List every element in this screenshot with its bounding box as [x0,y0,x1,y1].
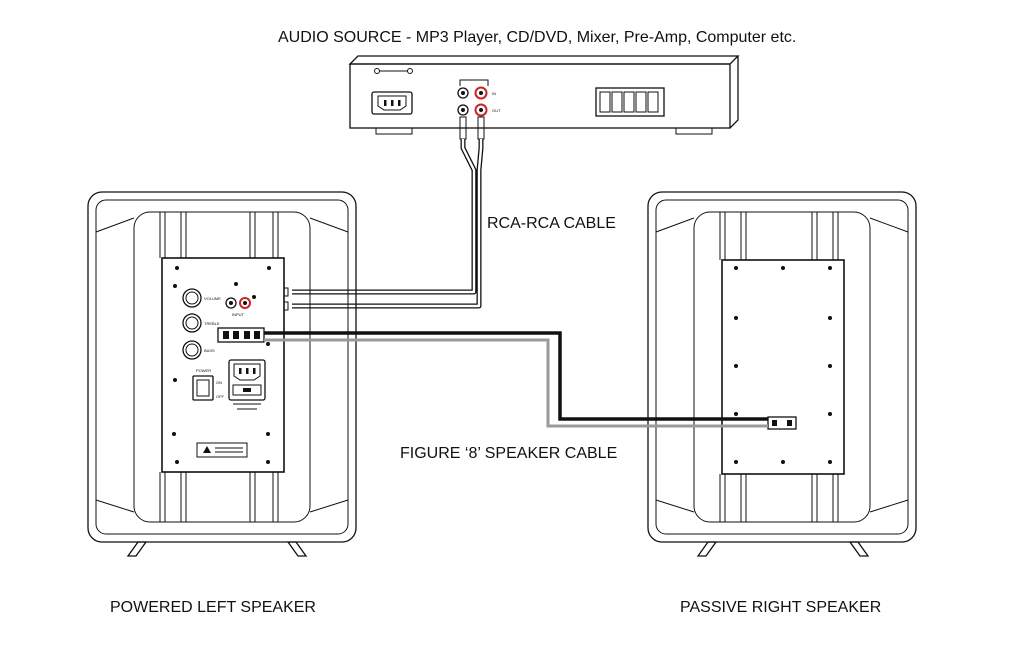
bass-label: BASS [204,348,215,353]
amp-input-jacks: INPUT [225,295,256,317]
right-bottom-grille [719,474,839,522]
treble-knob: TREBLE [182,313,220,333]
on-label: ON [216,380,222,385]
amp-output-terminals [217,327,265,343]
source-rca-panel: IN OUT [457,79,501,117]
amp-power-inlet [228,359,266,410]
source-in-label: IN [492,91,496,96]
speaker-cable [264,331,768,428]
bass-knob: BASS [182,340,215,360]
audio-source-unit: IN OUT [348,55,740,135]
volume-label: VOLUME [204,296,221,301]
treble-label: TREBLE [204,321,220,326]
left-speaker-label: POWERED LEFT SPEAKER [110,599,316,616]
source-out-label: OUT [492,108,501,113]
right-speaker-label: PASSIVE RIGHT SPEAKER [680,599,881,616]
rca-cable-label: RCA-RCA CABLE [487,215,616,232]
source-speaker-terminals [595,87,665,117]
warning-label [196,442,248,458]
left-bottom-grille [159,472,279,522]
source-power-inlet [371,91,413,115]
left-speaker: VOLUME TREBLE BASS INPUT [87,191,357,557]
amplifier-plate: VOLUME TREBLE BASS INPUT [161,257,285,473]
right-speaker [647,191,917,557]
amp-power-switch: POWER ON OFF [192,368,225,401]
speaker-cable-label: FIGURE ‘8’ SPEAKER CABLE [400,445,617,462]
passive-input-terminals [767,416,797,430]
rca-cable [273,116,485,311]
volume-knob: VOLUME [182,288,221,308]
off-label: OFF [216,394,225,399]
source-power-switch [374,68,413,74]
right-top-grille [719,212,839,260]
left-top-grille [159,212,279,258]
power-label: POWER [196,368,211,373]
input-label: INPUT [232,312,245,317]
audio-source-label: AUDIO SOURCE - MP3 Player, CD/DVD, Mixer… [278,29,796,46]
passive-terminal-plate [721,259,845,475]
